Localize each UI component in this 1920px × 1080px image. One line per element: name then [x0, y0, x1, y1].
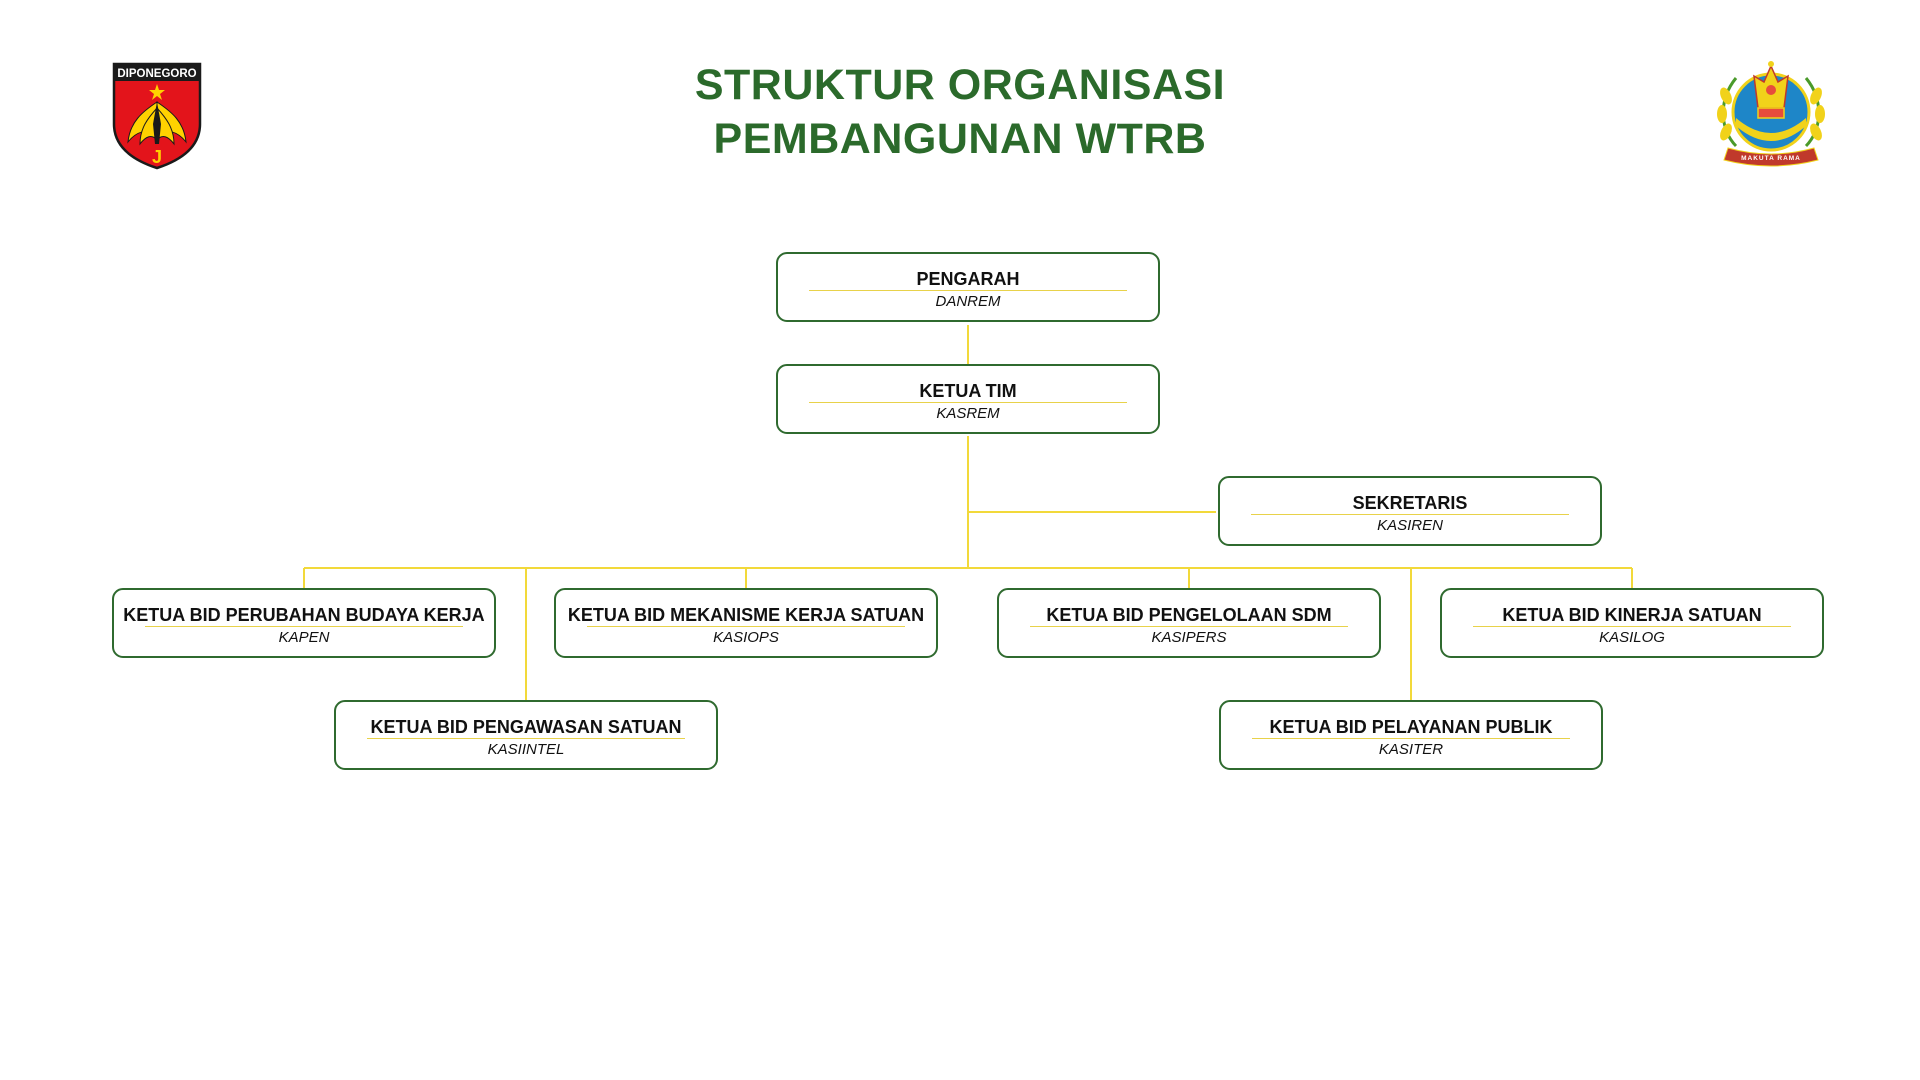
logo-left-text: DIPONEGORO [117, 68, 196, 80]
org-box-bid-kinerja: KETUA BID KINERJA SATUAN KASILOG [1440, 588, 1824, 658]
org-box-ketua-tim: KETUA TIM KASREM [776, 364, 1160, 434]
kodam-diponegoro-emblem-icon: DIPONEGORO J [112, 62, 202, 170]
org-box-role: DANREM [935, 293, 1001, 310]
org-box-title: PENGARAH [916, 269, 1020, 289]
org-box-divider [809, 290, 1127, 291]
org-box-divider [1252, 738, 1570, 739]
org-box-role: KASIOPS [713, 629, 779, 646]
page-title: STRUKTUR ORGANISASI PEMBANGUNAN WTRB [0, 58, 1920, 166]
org-box-role: KASILOG [1599, 629, 1665, 646]
org-box-bid-pengawasan: KETUA BID PENGAWASAN SATUAN KASIINTEL [334, 700, 718, 770]
org-box-role: KAPEN [278, 629, 330, 646]
org-box-bid-pelayanan: KETUA BID PELAYANAN PUBLIK KASITER [1219, 700, 1603, 770]
org-box-bid-mekanisme: KETUA BID MEKANISME KERJA SATUAN KASIOPS [554, 588, 938, 658]
page-title-line-2: PEMBANGUNAN WTRB [713, 115, 1207, 163]
page-title-line-1: STRUKTUR ORGANISASI [694, 61, 1226, 109]
org-box-divider [145, 626, 463, 627]
org-box-bid-sdm: KETUA BID PENGELOLAAN SDM KASIPERS [997, 588, 1381, 658]
org-box-title: KETUA TIM [919, 381, 1017, 401]
org-box-sekretaris: SEKRETARIS KASIREN [1218, 476, 1602, 546]
org-box-title: KETUA BID PERUBAHAN BUDAYA KERJA [123, 605, 485, 625]
org-box-divider [1473, 626, 1791, 627]
org-box-divider [587, 626, 905, 627]
org-box-title: KETUA BID MEKANISME KERJA SATUAN [567, 605, 925, 625]
org-box-title: SEKRETARIS [1352, 493, 1468, 513]
org-box-role: KASIINTEL [487, 741, 565, 758]
org-box-pengarah: PENGARAH DANREM [776, 252, 1160, 322]
org-box-role: KASIPERS [1151, 629, 1227, 646]
org-box-title: KETUA BID PENGELOLAAN SDM [1046, 605, 1332, 625]
org-box-title: KETUA BID PENGAWASAN SATUAN [370, 717, 682, 737]
org-box-title: KETUA BID PELAYANAN PUBLIK [1269, 717, 1553, 737]
korem-makuta-rama-emblem-icon: MAKUTA RAMA [1717, 61, 1825, 167]
logo-left-letter: J [152, 147, 162, 167]
org-box-divider [367, 738, 685, 739]
org-box-bid-budaya: KETUA BID PERUBAHAN BUDAYA KERJA KAPEN [112, 588, 496, 658]
logo-right-text: MAKUTA RAMA [1741, 155, 1801, 162]
org-box-divider [1251, 514, 1569, 515]
org-box-divider [809, 402, 1127, 403]
org-box-role: KASITER [1378, 741, 1444, 758]
org-box-role: KASREM [936, 405, 1000, 422]
org-box-divider [1030, 626, 1348, 627]
org-box-title: KETUA BID KINERJA SATUAN [1502, 605, 1762, 625]
org-box-role: KASIREN [1377, 517, 1443, 534]
